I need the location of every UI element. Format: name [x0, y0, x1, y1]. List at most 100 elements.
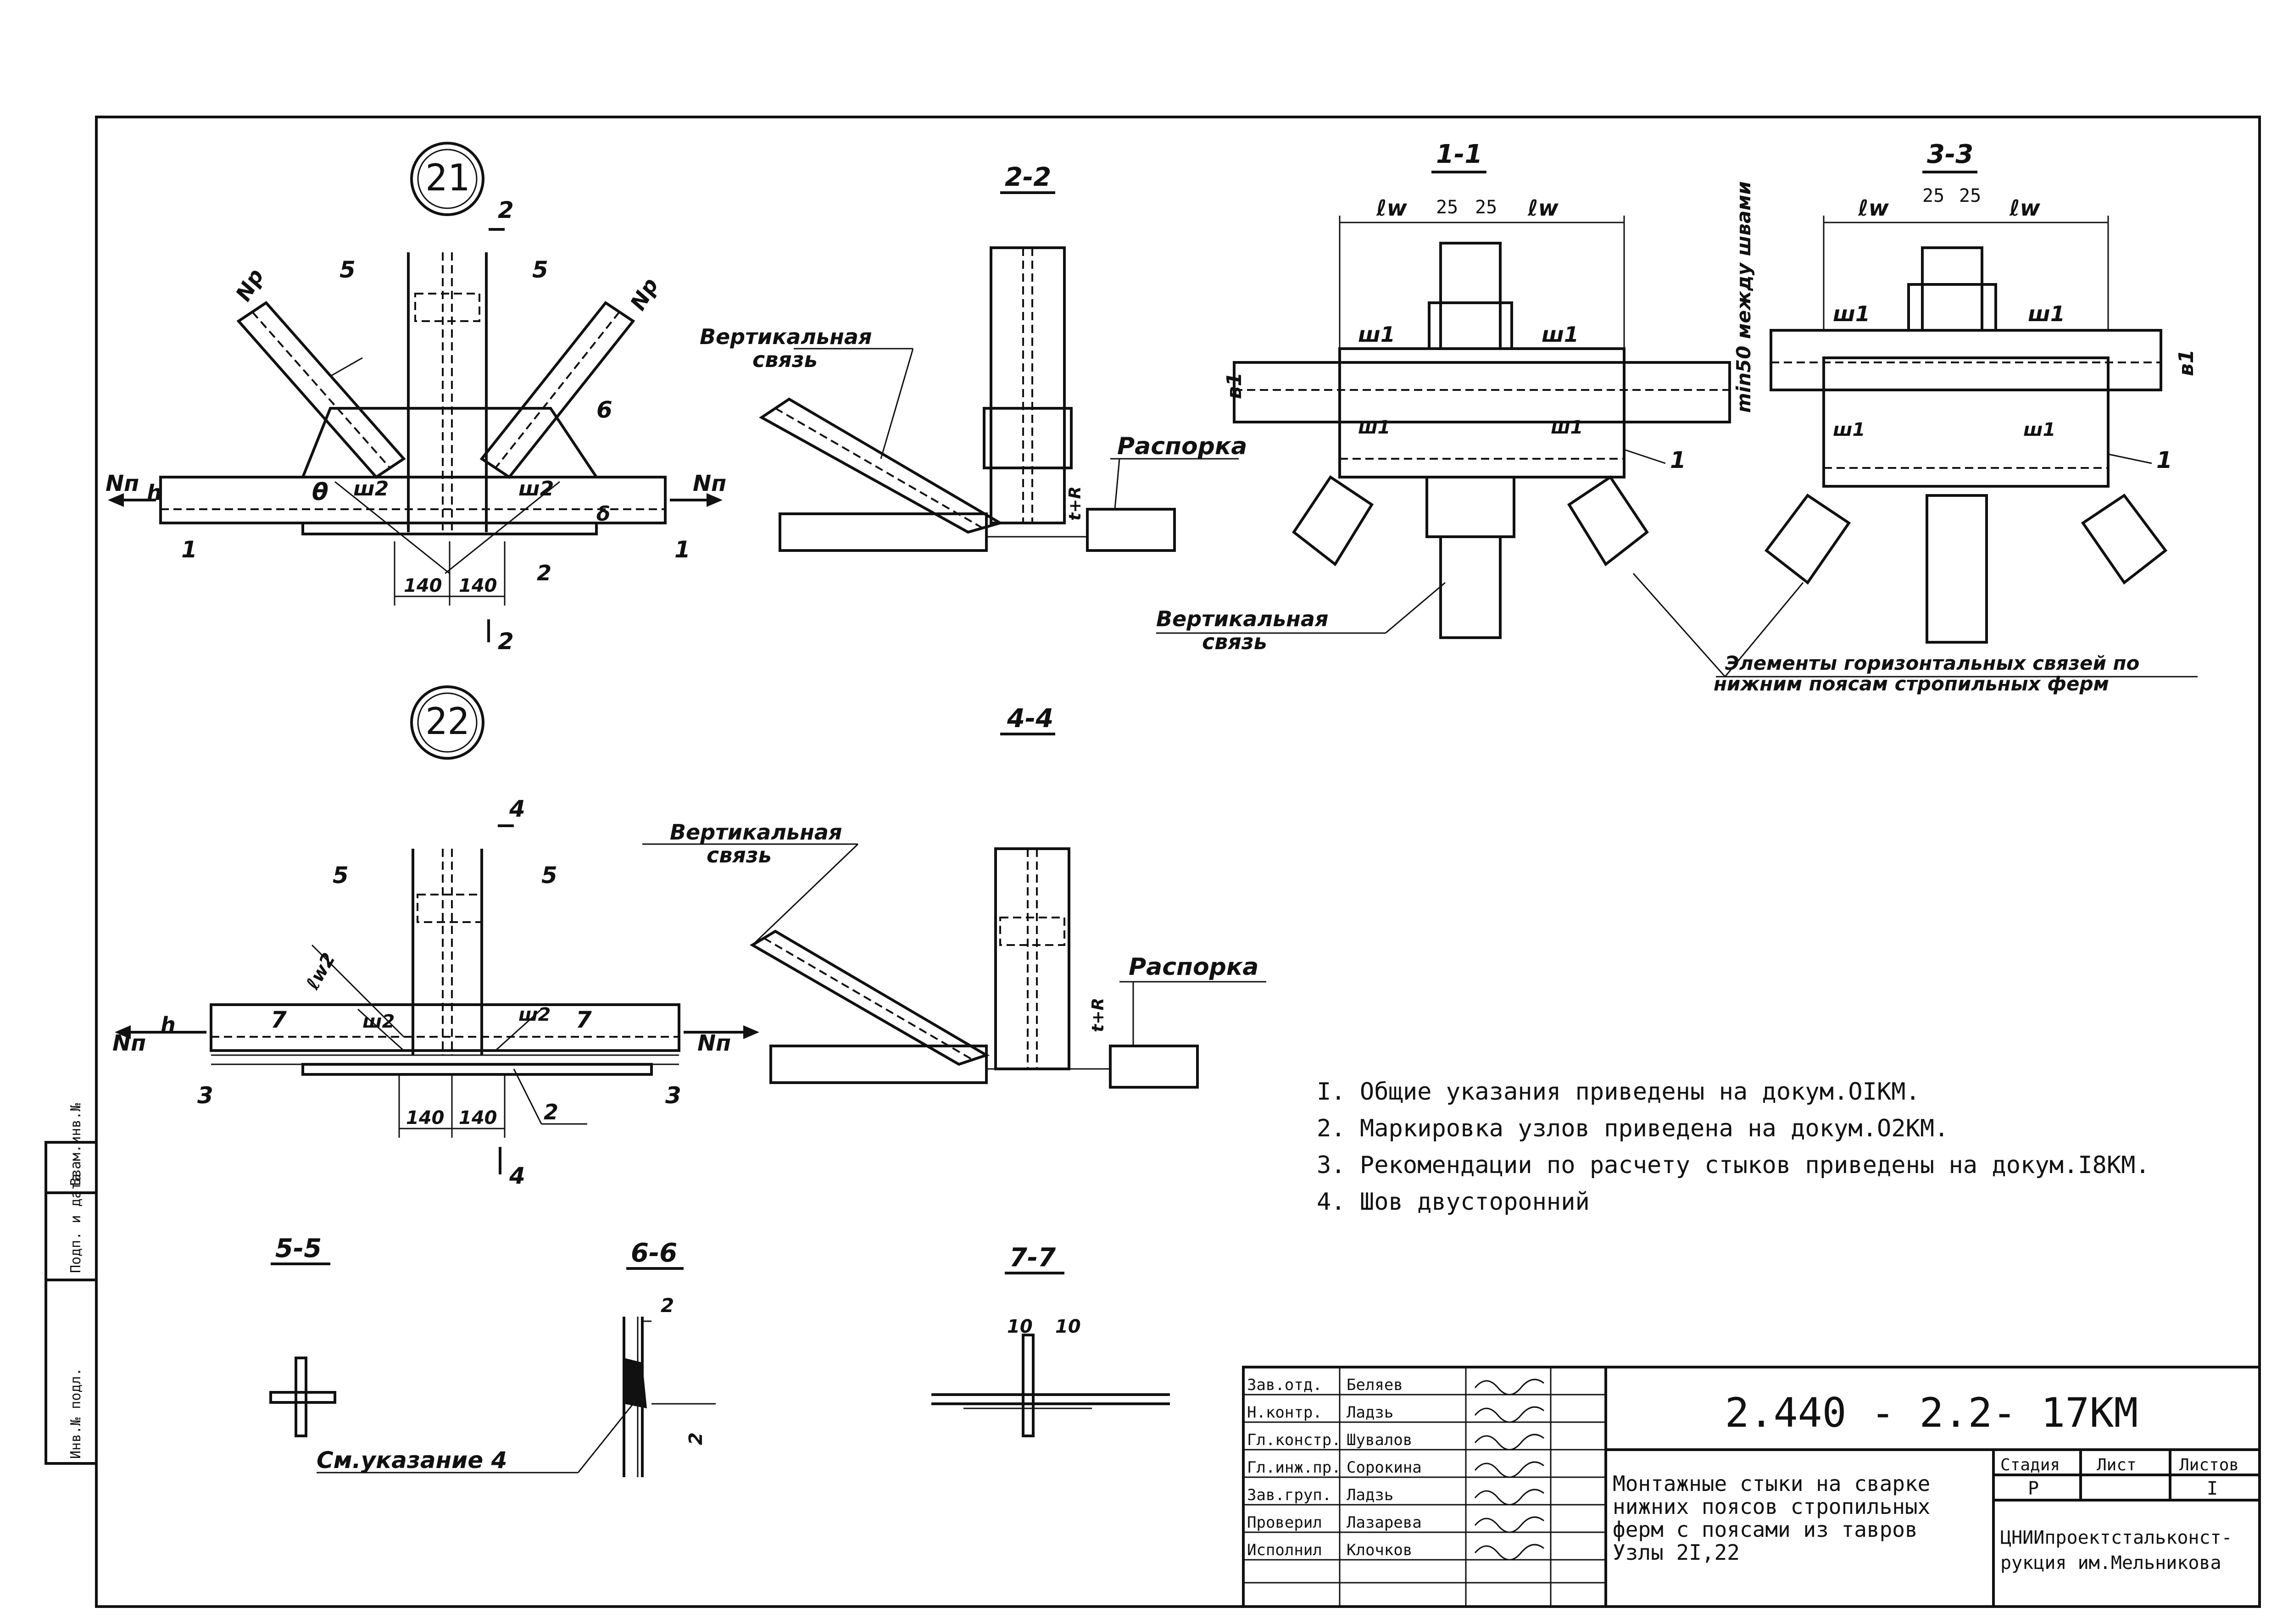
sheet-header: Лист: [2097, 1456, 2137, 1474]
see-note-4: См.указание 4: [317, 1447, 507, 1474]
w1-3-3-c: ш1: [1833, 419, 1865, 440]
org-line-2: рукция им.Мельникова: [2000, 1552, 2221, 1574]
signature-scribble: [1474, 1406, 1544, 1423]
ref-2-22: 2: [544, 1100, 558, 1124]
w1-3-3-a: ш1: [1833, 301, 1870, 326]
signature-scribble: [1474, 1489, 1544, 1506]
dim25-1-1-a: 25: [1436, 197, 1458, 218]
sec-5-22-left: 5: [333, 862, 349, 889]
height-h: h: [147, 480, 162, 505]
force-Nn-left: Nп: [106, 471, 139, 496]
node-21-number: 21: [425, 156, 469, 199]
stage-value: Р: [2028, 1478, 2039, 1499]
signature-name: Сорокина: [1347, 1458, 1422, 1477]
horiz-elements-b: нижним поясам стропильных ферм: [1714, 673, 2109, 695]
stage-header: Стадия: [2000, 1456, 2060, 1474]
side-stamp-1: Взам.инв.№: [68, 1103, 84, 1186]
node-22-number: 22: [425, 700, 469, 743]
signature-name: Ладзь: [1347, 1486, 1393, 1504]
vert-brace-1-1-a: Вертикальная: [1156, 606, 1328, 631]
section-5-5: 5-5: [269, 1234, 336, 1437]
b1-1-1: в1: [1223, 373, 1246, 399]
lw-3-3-b: ℓw: [2009, 195, 2041, 221]
w2-label-a: ш2: [353, 477, 389, 501]
note-3: 3. Рекомендации по расчету стыков привед…: [1317, 1151, 2150, 1179]
node-21-main-view: 21 ш2 ш2 Nп Nп Nр: [106, 142, 726, 655]
sec-6: 6: [596, 396, 612, 423]
sec-7-right: 7: [576, 1007, 592, 1033]
section-4-4: 4-4 Вертикальная связь Распорка t+R: [642, 704, 1266, 1089]
sec-3-left: 3: [197, 1082, 213, 1109]
horiz-elements-a: Элементы горизонтальных связей по: [1725, 652, 2139, 674]
height-h-22: h: [161, 1012, 176, 1037]
w2-22-b: ш2: [518, 1004, 551, 1025]
sec-2-top: 2: [498, 197, 514, 223]
strut-4-4: Распорка: [1129, 953, 1258, 981]
signature-name: Лазарева: [1347, 1513, 1422, 1532]
force-Nn-22-right: Nп: [697, 1030, 731, 1056]
vert-brace-4-4-a: Вертикальная: [670, 820, 842, 845]
doc-title-1: Монтажные стыки на сварке: [1613, 1471, 1930, 1496]
side-stamp-3: Инв.№ подл.: [68, 1368, 84, 1459]
section-2-2: 2-2 Вертикальная связь Распорка t+R: [700, 162, 1247, 552]
dim-140-22-b: 140: [459, 1107, 497, 1129]
sec-5-22-right: 5: [541, 862, 557, 889]
w1-1-1-d: ш1: [1551, 417, 1583, 438]
side-stamp: Взам.инв.№ Подп. и дата Инв.№ подл.: [45, 1103, 98, 1465]
sec-4-top: 4: [509, 795, 525, 822]
sheets-header: Листов: [2179, 1456, 2239, 1474]
dim-2-6-6-b: 2: [685, 1432, 707, 1445]
section-7-7-title: 7-7: [1009, 1243, 1056, 1273]
ref-1-3-3: 1: [2156, 447, 2172, 473]
w1-1-1-b: ш1: [1542, 322, 1579, 347]
side-stamp-2: Подп. и дата: [68, 1174, 84, 1273]
signature-rows: Зав.отд.БеляевН.контр.ЛадзьГл.констр.Шув…: [1247, 1376, 1544, 1561]
lw2-label: ℓw2: [302, 950, 340, 994]
w1-1-1-a: ш1: [1358, 322, 1395, 347]
sheets-value: I: [2207, 1478, 2218, 1499]
sec-5-right: 5: [532, 256, 548, 283]
tR-4-4: t+R: [1089, 998, 1108, 1032]
lw-3-3-a: ℓw: [1858, 195, 1889, 221]
section-4-4-title: 4-4: [1007, 704, 1053, 734]
w2-22-a: ш2: [362, 1011, 395, 1032]
vert-brace-4-4-b: связь: [707, 843, 772, 868]
node-22-marker: [410, 685, 484, 760]
section-5-5-title: 5-5: [275, 1234, 322, 1263]
ref-1-1-1: 1: [1670, 447, 1686, 473]
w1-3-3-d: ш1: [2023, 419, 2055, 440]
signature-role: Гл.констр.: [1247, 1431, 1341, 1449]
tR-2-2: t+R: [1066, 486, 1085, 521]
signature-role: Исполнил: [1247, 1541, 1322, 1559]
section-6-6-title: 6-6: [631, 1238, 677, 1268]
delta-mark: δ: [596, 502, 610, 526]
dim-2-6-6: 2: [661, 1294, 674, 1317]
note-4: 4. Шов двусторонний: [1317, 1188, 1590, 1216]
title-block: [1242, 1366, 2261, 1608]
signature-name: Шувалов: [1347, 1431, 1412, 1449]
vert-brace-2-2-a: Вертикальная: [700, 324, 872, 349]
org-line-1: ЦНИИпроектстальконст-: [2000, 1527, 2232, 1548]
angle-theta: θ: [312, 478, 328, 506]
dim25-3-3-b: 25: [1959, 185, 1981, 206]
note-2: 2. Маркировка узлов приведена на докум.O…: [1317, 1115, 1949, 1142]
force-Np-right: Nр: [625, 274, 663, 315]
signature-name: Ладзь: [1347, 1403, 1393, 1422]
signature-role: Зав.отд.: [1247, 1376, 1322, 1394]
signature-scribble: [1474, 1516, 1544, 1533]
dim-140-22-a: 140: [406, 1107, 445, 1129]
sec-5-left: 5: [340, 256, 356, 283]
general-notes: I. Общие указания приведены на докум.OIК…: [1317, 1073, 2234, 1220]
dim-10-b: 10: [1055, 1316, 1081, 1337]
force-Nn-right: Nп: [693, 471, 726, 496]
sec-1-right: 1: [674, 536, 690, 563]
doc-code: 2.440 - 2.2- 17КМ: [1725, 1389, 2138, 1436]
signature-role: Зав.груп.: [1247, 1486, 1331, 1504]
sec-1-left: 1: [181, 536, 197, 563]
w1-3-3-b: ш1: [2028, 301, 2065, 326]
gap-label: min50 между швами: [1732, 181, 1755, 413]
ref-2: 2: [537, 561, 551, 585]
node-22-main-view: 22 ℓw2 ш2 ш2 Nп Nп h 4 5 5 7 7 3 3 4: [112, 685, 759, 1189]
lw-1-1-a: ℓw: [1376, 195, 1408, 221]
